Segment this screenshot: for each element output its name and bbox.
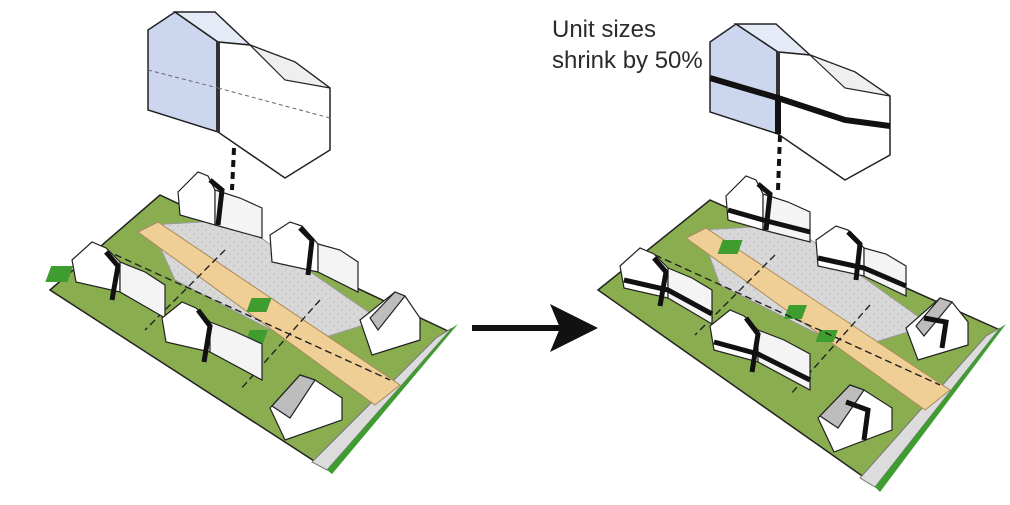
house	[619, 247, 714, 326]
street-edge-strip	[327, 324, 458, 474]
lot-line	[104, 249, 391, 381]
lot-line	[144, 249, 226, 331]
site-plan-after	[596, 23, 1006, 492]
street-edge-strip	[875, 324, 1006, 492]
grey-house	[359, 291, 421, 356]
house	[71, 241, 166, 320]
central-path	[685, 227, 951, 411]
site-plan-before	[45, 11, 458, 474]
enlarged-unit-before	[147, 11, 331, 179]
lawn-patch	[783, 305, 807, 319]
lot-line	[654, 254, 941, 386]
connector-dashed-line	[230, 147, 236, 191]
house	[725, 175, 811, 243]
caption-text: Unit sizes shrink by 50%	[552, 16, 703, 74]
lawn-patch	[815, 330, 838, 342]
central-path	[137, 221, 401, 406]
house	[177, 171, 263, 239]
right-arrow-icon	[472, 304, 598, 352]
house	[709, 309, 812, 392]
grey-house	[269, 374, 343, 441]
house	[815, 225, 907, 297]
house	[161, 301, 263, 382]
lawn-patch	[246, 298, 272, 312]
house	[269, 221, 359, 293]
lawn-patch	[717, 240, 743, 254]
grey-house	[905, 297, 969, 361]
grey-house	[817, 384, 893, 453]
connector-dashed-line	[776, 134, 782, 191]
enlarged-unit-after	[709, 23, 891, 181]
lawn-patch	[45, 266, 74, 282]
